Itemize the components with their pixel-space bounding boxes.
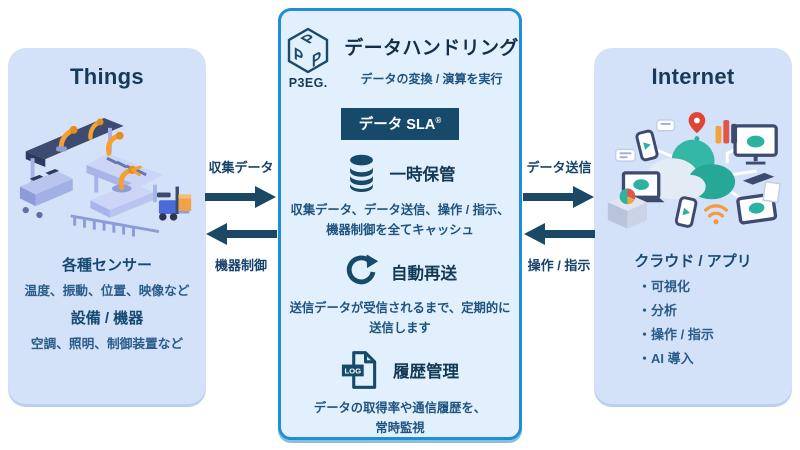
factory-illustration — [19, 118, 192, 237]
center-title: データハンドリング — [344, 38, 519, 59]
cloud-apps-list: ・可視化 ・分析 ・操作 / 指示 ・AI 導入 — [638, 275, 714, 371]
data-send-label: データ送信 — [526, 160, 592, 175]
flow-things-center: 収集データ 機器制御 — [202, 157, 280, 274]
p3eg-cube-icon: P P P — [287, 27, 329, 74]
internet-panel: Internet — [594, 48, 792, 404]
sensors-desc: 温度、振動、位置、映像など — [24, 284, 190, 298]
things-title: Things — [70, 64, 144, 89]
cube-left-letter: P — [294, 43, 303, 68]
list-item: ・可視化 — [638, 279, 691, 294]
desc-line: 機器制御を全てキャッシュ — [326, 222, 474, 237]
desc-line: データの取得率や通信履歴を、 — [313, 400, 487, 415]
log-icon-label: LOG — [344, 366, 361, 375]
things-text: 各種センサー 温度、振動、位置、映像など 設備 / 機器 空調、照明、制御装置な… — [25, 246, 190, 352]
desc-line: 常時監視 — [375, 420, 425, 435]
refresh-icon — [346, 254, 379, 285]
flow-center-internet: データ送信 操作 / 指示 — [520, 157, 598, 274]
desc-line: 送信データが受信されるまで、定期的に — [289, 300, 511, 315]
feature-temp-storage: 一時保管 — [345, 154, 456, 192]
arrow-left-icon — [524, 223, 595, 245]
things-panel: Things — [8, 48, 206, 404]
center-header: P P P P3EG. データハンドリング データの変換 / 演算を実行 — [281, 27, 519, 90]
center-subtitle: データの変換 / 演算を実行 — [360, 72, 503, 86]
desc-line: 収集データ、データ送信、操作 / 指示、 — [290, 202, 510, 217]
cloud-apps-heading: クラウド / アプリ — [634, 253, 752, 270]
arrow-right-icon — [523, 186, 594, 208]
p3eg-wordmark: P3EG. — [288, 76, 328, 90]
feature-auto-resend-title: 自動再送 — [391, 264, 457, 283]
cloud-illustration — [607, 112, 781, 229]
arrow-left-icon — [206, 223, 277, 245]
p3eg-logo: P P P P3EG. — [281, 27, 335, 90]
database-icon — [349, 154, 373, 192]
list-item: ・操作 / 指示 — [638, 327, 714, 342]
data-sla-label: データ SLA — [358, 116, 436, 133]
equipment-desc: 空調、照明、制御装置など — [30, 337, 184, 351]
data-sla-badge: データ SLA® — [340, 108, 460, 140]
device-control-label: 機器制御 — [214, 258, 267, 273]
feature-temp-storage-desc: 収集データ、データ送信、操作 / 指示、 機器制御を全てキャッシュ — [291, 200, 510, 240]
list-item: ・AI 導入 — [638, 351, 694, 366]
equipment-heading: 設備 / 機器 — [70, 310, 144, 327]
sensors-heading: 各種センサー — [61, 257, 152, 274]
feature-temp-storage-title: 一時保管 — [389, 165, 456, 184]
feature-auto-resend-desc: 送信データが受信されるまで、定期的に 送信します — [290, 298, 511, 338]
feature-history: LOG 履歴管理 — [341, 350, 459, 390]
registered-mark: ® — [435, 116, 442, 125]
cube-right-letter: P — [312, 47, 321, 72]
feature-auto-resend: 自動再送 — [343, 254, 457, 290]
desc-line: 送信します — [369, 320, 431, 335]
internet-title: Internet — [651, 64, 735, 89]
feature-history-desc: データの取得率や通信履歴を、 常時監視 — [314, 398, 486, 438]
data-handling-panel: P P P P3EG. データハンドリング データの変換 / 演算を実行 データ… — [278, 8, 522, 440]
operate-instruct-label: 操作 / 指示 — [527, 258, 591, 273]
list-item: ・分析 — [638, 303, 678, 318]
feature-history-title: 履歴管理 — [393, 362, 459, 381]
log-file-icon: LOG — [341, 351, 377, 389]
arrow-right-icon — [205, 186, 276, 208]
collect-data-label: 収集データ — [208, 160, 274, 175]
